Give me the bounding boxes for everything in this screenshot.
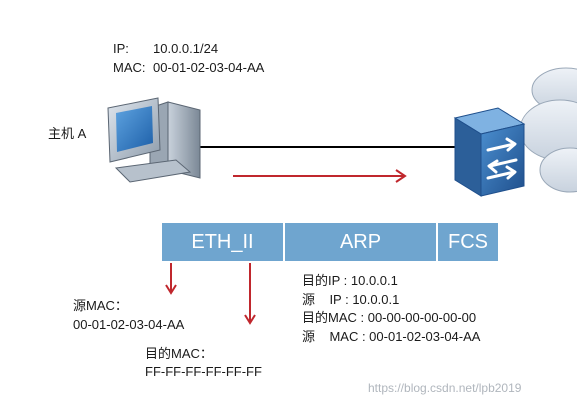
host-mac-label: MAC: — [113, 60, 146, 75]
cloud-icon — [519, 67, 577, 193]
arp-target-ip: 目的IP : 10.0.0.1 — [302, 273, 398, 288]
host-ip-value: 10.0.0.1/24 — [153, 41, 219, 56]
dst-mac-label: 目的MAC： — [145, 346, 213, 361]
src-mac-value: 00-01-02-03-04-AA — [73, 317, 185, 332]
arp-target-mac: 目的MAC : 00-00-00-00-00-00 — [302, 310, 477, 325]
arp-sender-mac: 源 MAC : 00-01-02-03-04-AA — [302, 329, 481, 344]
dst-mac-arrow — [244, 263, 256, 325]
frame-field-fcs: FCS — [438, 223, 498, 261]
host-mac-value: 00-01-02-03-04-AA — [153, 60, 265, 75]
dst-mac-value: FF-FF-FF-FF-FF-FF — [145, 364, 262, 379]
watermark-text: https://blog.csdn.net/lpb2019 — [368, 381, 522, 395]
data-flow-arrow — [233, 169, 407, 183]
switch-icon — [453, 107, 526, 197]
host-ip-label: IP: — [113, 41, 129, 56]
src-mac-label: 源MAC： — [73, 298, 128, 313]
computer-icon — [107, 97, 201, 183]
arp-sender-ip: 源 IP : 10.0.0.1 — [302, 292, 400, 307]
frame-field-arp: ARP — [285, 223, 438, 261]
host-a-label: 主机 A — [48, 126, 87, 141]
frame-field-eth-ii: ETH_II — [162, 223, 285, 261]
src-mac-arrow — [165, 263, 177, 295]
